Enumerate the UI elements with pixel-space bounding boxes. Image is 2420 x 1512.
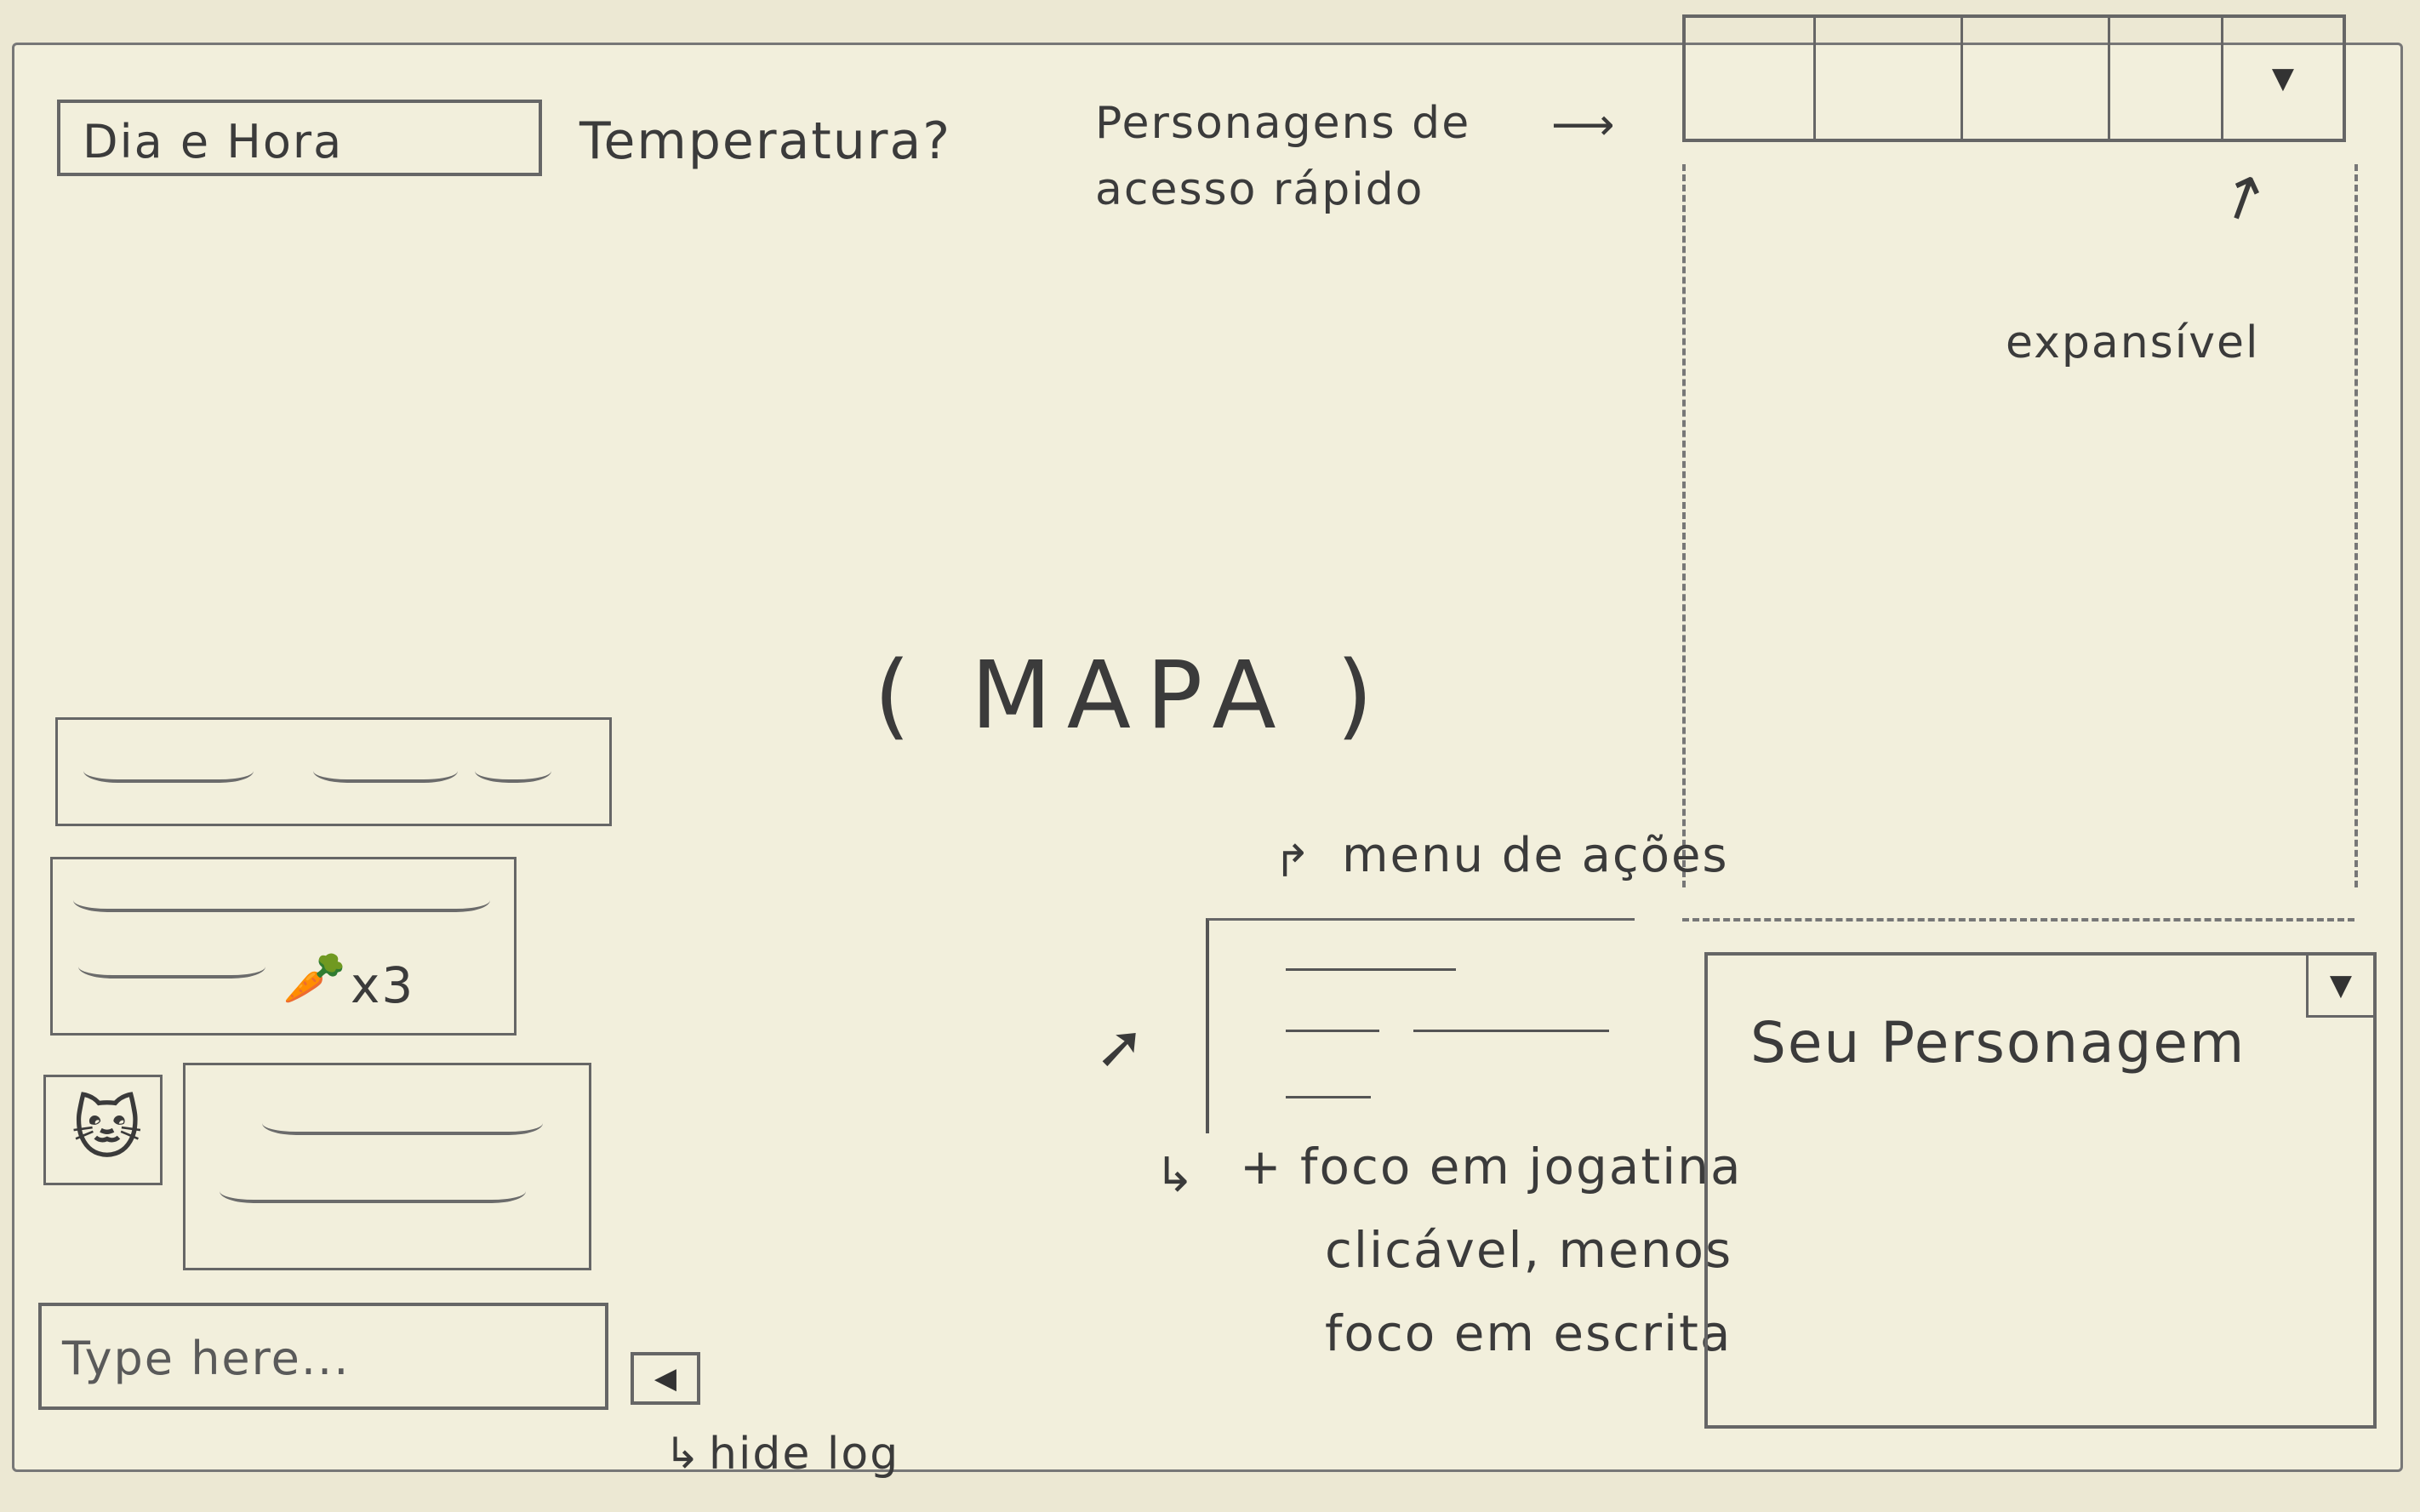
action-menu-item[interactable]	[1413, 1030, 1609, 1032]
quick-access-bar: ▼	[1682, 14, 2346, 142]
log-message: 🥕 x3	[50, 857, 517, 1036]
annotation-line3: foco em escrita	[1325, 1304, 1732, 1362]
expand-character-panel-button[interactable]: ▼	[2306, 956, 2373, 1018]
quick-access-slot[interactable]	[1686, 18, 1816, 139]
log-message	[183, 1063, 591, 1270]
quick-access-slot[interactable]	[2110, 18, 2223, 139]
arrow-curve-icon: ↳	[665, 1429, 700, 1478]
quick-access-note-line2: acesso rápido	[1095, 164, 1424, 215]
datetime-label: Dia e Hora	[83, 115, 344, 168]
arrow-curve-icon: ↱	[1274, 836, 1311, 887]
panel-boundary	[1682, 918, 2354, 921]
character-panel: Seu Personagem ▼	[1704, 952, 2377, 1429]
arrow-curve-icon: ↳	[1155, 1148, 1195, 1203]
quick-access-slot[interactable]	[1963, 18, 2110, 139]
chevron-down-icon: ▼	[2271, 61, 2295, 95]
action-menu-item[interactable]	[1286, 968, 1456, 971]
log-message	[55, 717, 612, 826]
chat-input-placeholder: Type here...	[62, 1332, 351, 1385]
action-menu	[1206, 918, 1635, 1133]
quick-access-note-line1: Personagens de	[1095, 98, 1471, 149]
action-menu-note: menu de ações	[1342, 828, 1729, 883]
arrow-right-icon: ⟶	[1551, 100, 1615, 151]
hide-log-note: hide log	[709, 1429, 900, 1480]
chevron-down-icon: ▼	[2329, 968, 2353, 1002]
item-count: x3	[351, 956, 415, 1014]
quick-access-slot[interactable]	[1816, 18, 1963, 139]
panel-boundary	[1682, 164, 1686, 887]
action-menu-item[interactable]	[1286, 1096, 1371, 1098]
panel-boundary	[2354, 164, 2358, 887]
expand-quick-access-button[interactable]: ▼	[2223, 18, 2343, 139]
chat-input-field[interactable]: Type here...	[38, 1303, 608, 1410]
send-button[interactable]: ◀	[631, 1352, 700, 1405]
arrow-up-icon: ↑	[2207, 157, 2279, 241]
annotation-line2: clicável, menos	[1325, 1221, 1733, 1279]
cat-icon: 🐱	[71, 1089, 143, 1168]
expandable-note: expansível	[2006, 317, 2260, 368]
send-icon: ◀	[654, 1361, 677, 1395]
annotation-line1: + foco em jogatina	[1240, 1138, 1743, 1195]
temperature-label: Temperatura?	[579, 111, 952, 171]
carrot-icon: 🥕	[283, 949, 346, 1008]
avatar: 🐱	[43, 1075, 163, 1185]
action-menu-item[interactable]	[1286, 1030, 1379, 1032]
map-label: ( MAPA )	[874, 641, 1389, 750]
cursor-icon: ➚	[1095, 1012, 1145, 1081]
datetime-box: Dia e Hora	[57, 100, 542, 176]
game-ui-sketch: Dia e Hora Temperatura? Personagens de ⟶…	[12, 14, 2403, 1480]
character-panel-title: Seu Personagem	[1750, 1010, 2246, 1076]
